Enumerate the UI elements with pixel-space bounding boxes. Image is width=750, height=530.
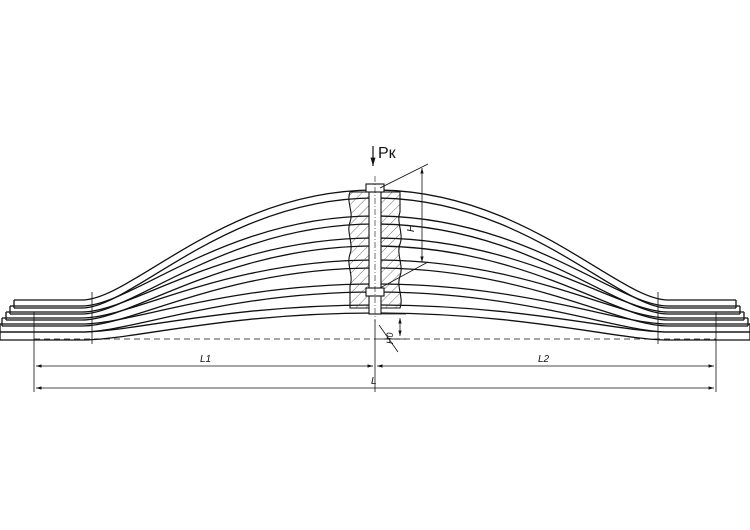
small-height-label: H0 bbox=[385, 332, 395, 344]
right-length-label: L2 bbox=[538, 354, 550, 365]
total-length-label: L bbox=[371, 376, 377, 387]
height-dimension bbox=[379, 163, 429, 289]
extension-lines bbox=[33, 312, 717, 392]
force-indicator: Pк bbox=[370, 145, 397, 166]
height-label: H bbox=[406, 224, 417, 232]
force-label: Pк bbox=[378, 145, 397, 162]
center-clamp bbox=[348, 176, 402, 322]
left-length-label: L1 bbox=[200, 354, 211, 365]
length-dimensions bbox=[36, 364, 714, 390]
